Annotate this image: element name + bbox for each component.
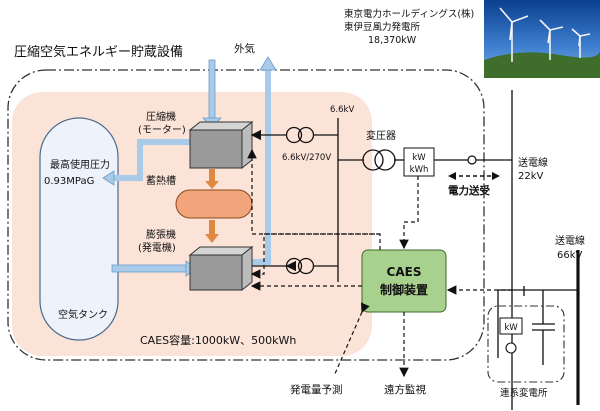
transformer-top	[285, 126, 315, 144]
wind-farm-photo	[484, 0, 600, 78]
compressor-label: 圧縮機	[146, 110, 176, 123]
substation-name: 連系変電所	[500, 387, 548, 399]
facility-title: 圧縮空気エネルギー貯蔵設備	[14, 44, 183, 60]
wind-plant-owner: 東京電力ホールディングス(株)	[344, 8, 474, 20]
caes-controller-box	[361, 249, 447, 313]
controller-label-2: 制御装置	[380, 282, 428, 297]
power-exchange-arrow	[448, 172, 500, 180]
meter-kwh-label: kWh	[410, 165, 429, 175]
grid-22-label: 送電線	[518, 156, 548, 169]
caes-capacity-label: CAES容量:1000kW、500kWh	[140, 333, 296, 347]
kw-meter-box	[403, 147, 435, 177]
controller-label-1: CAES	[387, 265, 422, 279]
facility-boundary	[7, 69, 485, 361]
control-signal-lines	[247, 148, 512, 378]
transformer-bottom	[285, 257, 315, 275]
tank-pressure-label: 最高使用圧力	[50, 158, 110, 171]
forecast-label: 発電量予測	[290, 383, 343, 396]
expander-sub-label: (発電機)	[138, 241, 176, 254]
outside-air-label: 外気	[234, 42, 255, 55]
voltage-ratio-label: 6.6kV/270V	[282, 153, 331, 163]
transformer-label: 変圧器	[366, 129, 396, 142]
tank-name: 空気タンク	[58, 308, 108, 321]
heat-flow-arrows	[205, 169, 219, 243]
heat-storage-tank	[175, 189, 253, 219]
air-to-tank-arrow	[102, 139, 190, 186]
grid-66-voltage: 66kV	[557, 250, 583, 261]
compressor-sub-label: (モーター)	[138, 124, 186, 136]
grid-66-label: 送電線	[555, 234, 585, 247]
expander-box	[188, 245, 254, 292]
remote-monitoring-label: 遠方監視	[384, 383, 426, 396]
substation-kw-box	[499, 317, 523, 335]
wind-plant-capacity: 18,370kW	[368, 35, 417, 46]
air-tank	[39, 117, 119, 341]
meter-kw-label: kW	[412, 153, 426, 163]
substation-boundary	[487, 305, 565, 383]
wind-plant-name: 東伊豆風力発電所	[344, 21, 421, 33]
substation-meter-circle	[505, 342, 517, 354]
voltage-top-label: 6.6kV	[330, 105, 354, 115]
connection-point	[467, 155, 477, 165]
heat-storage-label: 蓄熱槽	[146, 174, 176, 187]
grid-22-voltage: 22kV	[518, 171, 544, 182]
substation-meter-label: kW	[504, 323, 518, 333]
compressor-box	[188, 120, 254, 170]
transformer-main	[362, 149, 396, 171]
power-exchange-label: 電力送受	[448, 184, 490, 197]
tank-pressure-value: 0.93MPaG	[44, 176, 94, 187]
exhaust-air-out-arrow	[247, 56, 277, 265]
electric-lines	[250, 90, 580, 410]
expander-label: 膨張機	[146, 228, 176, 241]
